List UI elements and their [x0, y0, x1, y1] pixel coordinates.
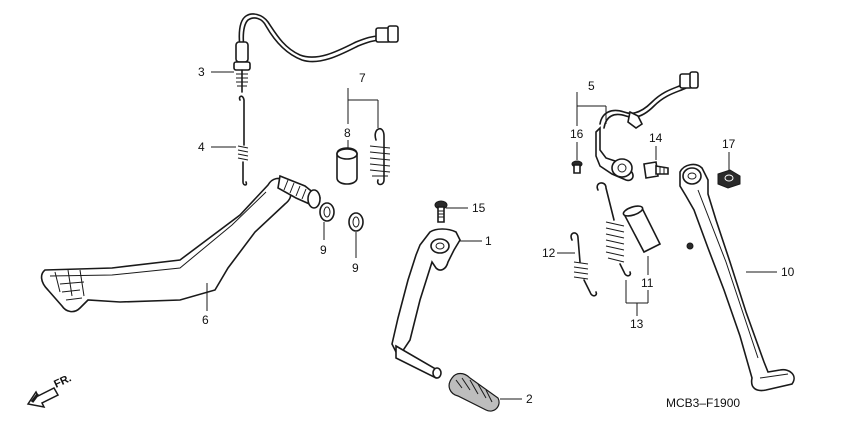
- side-stand-switch: [595, 71, 699, 182]
- callout-6: 6: [202, 313, 209, 327]
- brake-pedal: [40, 174, 322, 313]
- switch-spring: [237, 95, 249, 186]
- front-direction-arrow-icon: [26, 387, 60, 409]
- rubber-peg: [448, 372, 500, 412]
- callout-10: 10: [781, 265, 795, 279]
- stand-pivot-bolt: [643, 161, 669, 179]
- callout-5: 5: [588, 79, 595, 93]
- callout-8: 8: [344, 126, 351, 140]
- brake-pedal-spring: [369, 128, 391, 186]
- callout-11: 11: [641, 276, 654, 290]
- washer-right: [348, 212, 364, 232]
- callout-numbers: 3 4 6 7 8 9 9 15 1 2 5 16 14 17 12 11 13…: [198, 65, 795, 406]
- callout-16: 16: [570, 127, 584, 141]
- callout-9-right: 9: [352, 261, 359, 275]
- washer-left: [319, 202, 335, 222]
- callout-17: 17: [722, 137, 736, 151]
- callout-14: 14: [649, 131, 663, 145]
- spring-sleeve: [622, 205, 662, 254]
- callout-7: 7: [359, 71, 366, 85]
- step-lever: [391, 228, 461, 379]
- diagram-code: MCB3–F1900: [666, 396, 740, 410]
- callout-9-left: 9: [320, 243, 327, 257]
- collar: [336, 147, 358, 185]
- outer-spring: [596, 182, 632, 277]
- callout-12: 12: [542, 246, 556, 260]
- pivot-nut: [717, 169, 741, 189]
- switch-bolt: [571, 160, 583, 174]
- front-direction-indicator: FR.: [26, 372, 73, 409]
- front-direction-label: FR.: [52, 372, 73, 390]
- stop-switch-assembly: [233, 13, 399, 93]
- side-stand: [679, 163, 795, 392]
- callout-4: 4: [198, 140, 205, 154]
- callout-2: 2: [526, 392, 533, 406]
- callout-15: 15: [472, 201, 486, 215]
- callout-13: 13: [630, 317, 644, 331]
- callout-leaders: [206, 71, 777, 400]
- callout-3: 3: [198, 65, 205, 79]
- pivot-bolt: [434, 200, 448, 223]
- callout-1: 1: [485, 234, 492, 248]
- inner-spring: [570, 232, 598, 297]
